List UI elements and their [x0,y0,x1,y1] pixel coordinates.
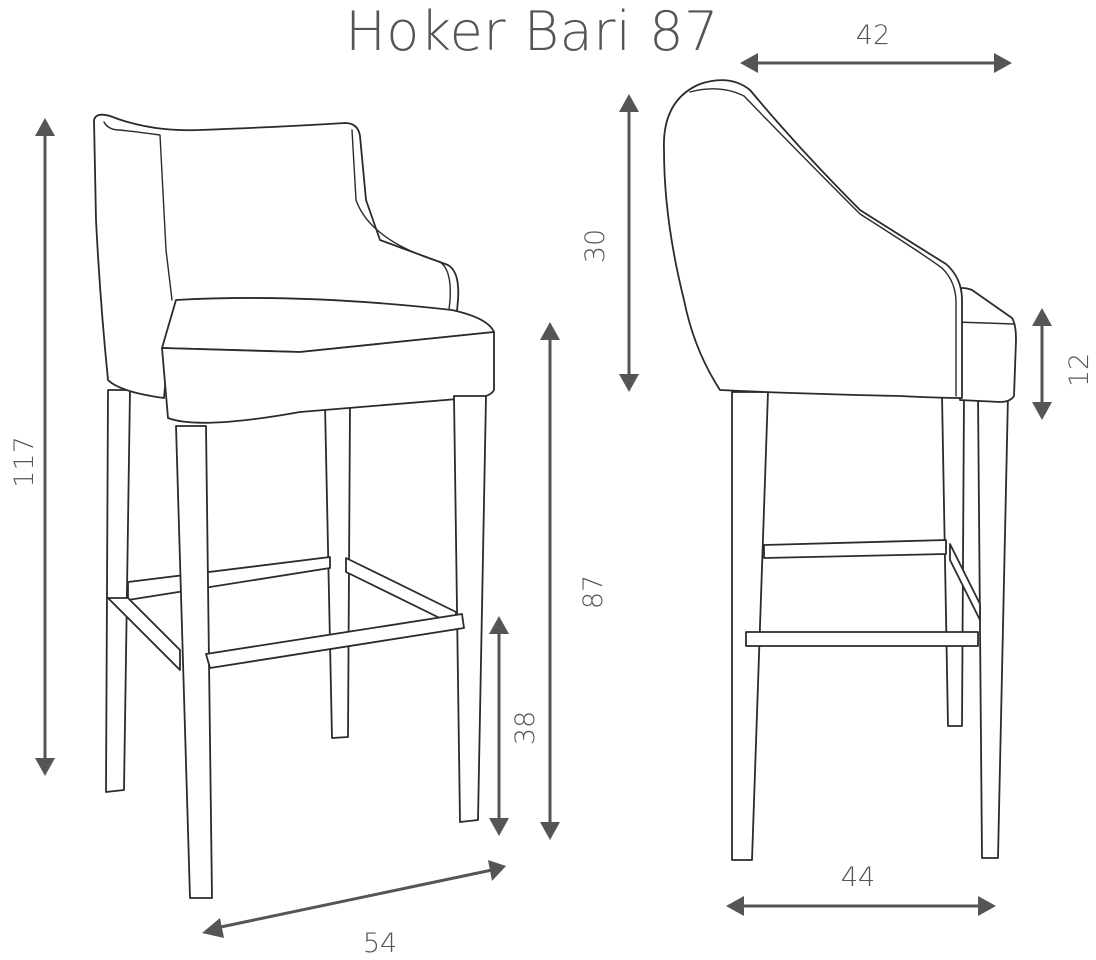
front-view-right-stretcher [345,557,457,627]
dimension-seat-cushion: 12 [1032,308,1095,420]
dimension-label-seat-height: 87 [578,575,609,609]
diagram-title: Hoker Bari 87 [345,0,719,63]
side-view-seat-edge [955,321,1015,325]
dimension-base-width: 44 [726,862,996,916]
front-view-rear-stretcher [127,556,331,601]
front-view-backrest [93,113,460,399]
side-view-back-piping [689,88,957,397]
dimension-label-footrest-height: 38 [510,711,541,745]
side-view-seat-cushion [951,287,1017,403]
dimension-total-height: 117 [9,118,55,776]
dimension-back-height: 30 [580,94,639,392]
dimension-label-total-height: 117 [9,436,40,488]
front-view-footrest-left [107,597,181,671]
dimension-label-seat-cushion: 12 [1064,353,1095,387]
dimension-label-top-width: 42 [856,20,890,51]
side-view-upper-stretcher [763,539,947,559]
side-view-near-leg [977,394,1009,859]
dimension-seat-height: 87 [540,322,609,840]
side-view-footrest [745,631,979,647]
front-view-arm-piping [351,129,451,321]
front-view-footrest-front [205,613,465,669]
side-view-rear-leg [731,391,769,861]
dimension-label-depth: 54 [363,928,397,959]
dimension-label-back-height: 30 [580,229,611,263]
front-view-front-right-leg [453,395,487,823]
dimension-depth: 54 [202,860,506,959]
side-view-side-stretcher [949,543,981,621]
dimension-footrest-height: 38 [489,616,541,836]
side-view-stool [663,79,1017,861]
front-view-back-left-leg [105,389,131,793]
dimension-label-base-width: 44 [841,862,875,893]
front-view-seat-front [161,331,495,424]
front-view-front-left-leg [175,425,213,899]
front-view-backrest-piping [103,121,173,301]
front-view-seat-top [161,297,495,353]
dimension-top-width: 42 [740,20,1012,73]
side-view-back-shell [663,79,963,399]
front-view-stool [93,113,495,899]
